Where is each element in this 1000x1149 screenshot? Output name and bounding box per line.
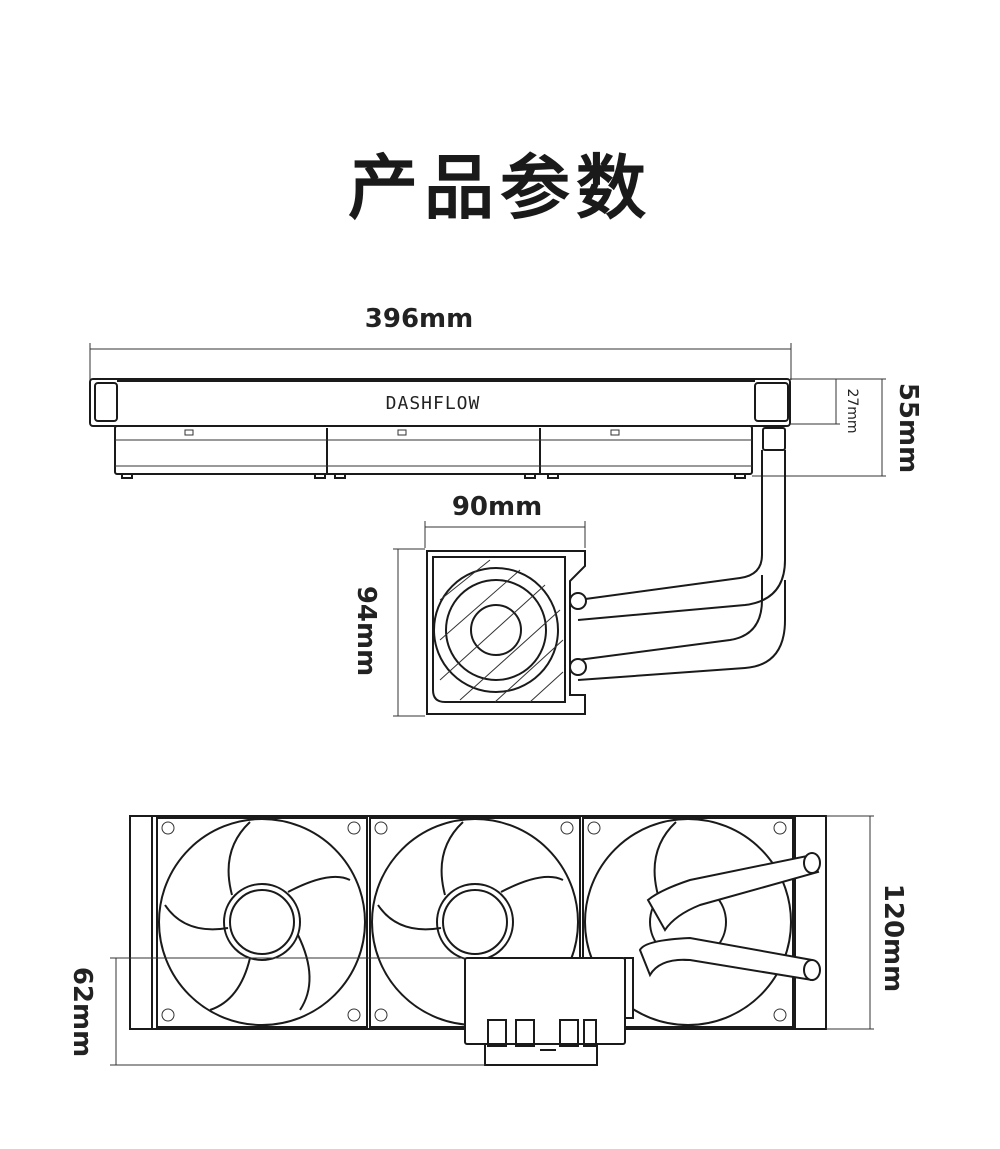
radiator-length-label: 396mm — [365, 304, 473, 334]
radiator-thickness-label: 27mm — [844, 388, 860, 433]
pump-width-label: 90mm — [452, 492, 542, 522]
pump-height-label: 94mm — [351, 586, 381, 676]
page-title: 产品参数 — [348, 147, 652, 229]
fan-height-label: 120mm — [878, 884, 908, 992]
pump-block-view: 90mm 94mm — [351, 450, 786, 717]
brand-logo: DASHFLOW — [386, 393, 481, 414]
fan-1 — [156, 817, 368, 1028]
pump-depth-label: 62mm — [67, 967, 97, 1057]
radiator-front-view: 120mm 62mm — [67, 815, 908, 1066]
total-height-label: 55mm — [893, 383, 923, 473]
radiator-top-view: 396mm DASHFLOW 27mm 55mm — [89, 304, 923, 479]
